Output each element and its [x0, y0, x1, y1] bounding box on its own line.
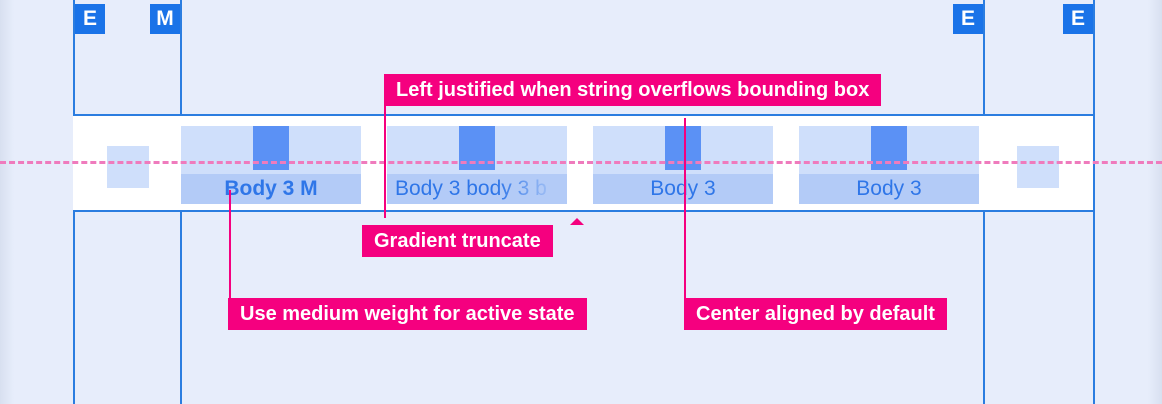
tab-label: Body 3 M — [224, 177, 318, 200]
annotation-medium-weight: Use medium weight for active state — [228, 298, 587, 330]
tab-label-area: Body 3 M — [181, 174, 361, 204]
tab-label-area: Body 3 — [799, 174, 979, 204]
badge-edge-far: E — [1063, 4, 1093, 34]
tab-label: Body 3 body 3 b — [395, 177, 547, 200]
annotation-gradient-truncate-caret-icon — [570, 218, 584, 225]
tab-label-area: Body 3 — [593, 174, 773, 204]
tab-body-3-third[interactable]: Body 3 — [593, 126, 773, 204]
annotation-center-aligned-leader-line — [684, 118, 686, 298]
tab-label: Body 3 — [856, 177, 922, 200]
left-edge-shade — [0, 0, 14, 404]
annotation-center-aligned: Center aligned by default — [684, 298, 947, 330]
tab-icon-area — [387, 126, 567, 174]
tab-body-3-m[interactable]: Body 3 M — [181, 126, 361, 204]
badge-edge-right: E — [953, 4, 983, 34]
edge-tab-left[interactable] — [107, 146, 149, 188]
tab-icon-area — [799, 126, 979, 174]
vertical-center-line — [0, 161, 1162, 164]
annotation-medium-weight-leader-line — [229, 190, 231, 298]
annotation-left-justified-leader-line — [384, 106, 386, 218]
annotation-gradient-truncate: Gradient truncate — [362, 225, 553, 257]
tab-icon-area — [593, 126, 773, 174]
tab-body-3-body-3-b[interactable]: Body 3 body 3 b — [387, 126, 567, 204]
vertical-guide-3 — [1093, 0, 1095, 404]
right-edge-shade — [1148, 0, 1162, 404]
badge-edge-left: E — [75, 4, 105, 34]
annotation-left-justified: Left justified when string overflows bou… — [384, 74, 882, 106]
edge-tab-right[interactable] — [1017, 146, 1059, 188]
tab-label-area: Body 3 body 3 b — [387, 174, 567, 204]
tab-body-3-fourth[interactable]: Body 3 — [799, 126, 979, 204]
tab-label: Body 3 — [650, 177, 716, 200]
tab-icon-area — [181, 126, 361, 174]
badge-margin: M — [150, 4, 180, 34]
